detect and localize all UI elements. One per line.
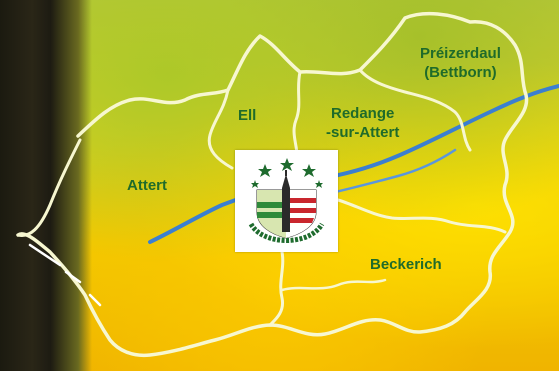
canton-emblem <box>235 150 338 252</box>
river-attert <box>148 84 559 244</box>
commune-label-redange: Redange -sur-Attert <box>326 105 400 141</box>
border-beckerich-west <box>268 250 285 327</box>
border-redange-beckerich <box>336 198 507 234</box>
border-redange-preizerdaul <box>358 68 472 152</box>
commune-label-preizerdaul: Préizerdaul (Bettborn) <box>420 45 501 81</box>
commune-label-ell: Ell <box>238 107 257 124</box>
canton-redange-seal-icon <box>248 158 325 243</box>
commune-label-attert: Attert <box>127 177 167 194</box>
canton-border <box>16 11 529 358</box>
border-attert-ell <box>207 88 234 170</box>
border-ell-redange <box>292 70 302 164</box>
commune-label-beckerich: Beckerich <box>370 256 442 273</box>
canton-border-shadow <box>16 138 82 238</box>
river-branch <box>316 148 457 198</box>
map-edge-dark-strip <box>0 0 92 371</box>
border-south <box>280 278 387 292</box>
border-fragment <box>28 243 102 307</box>
